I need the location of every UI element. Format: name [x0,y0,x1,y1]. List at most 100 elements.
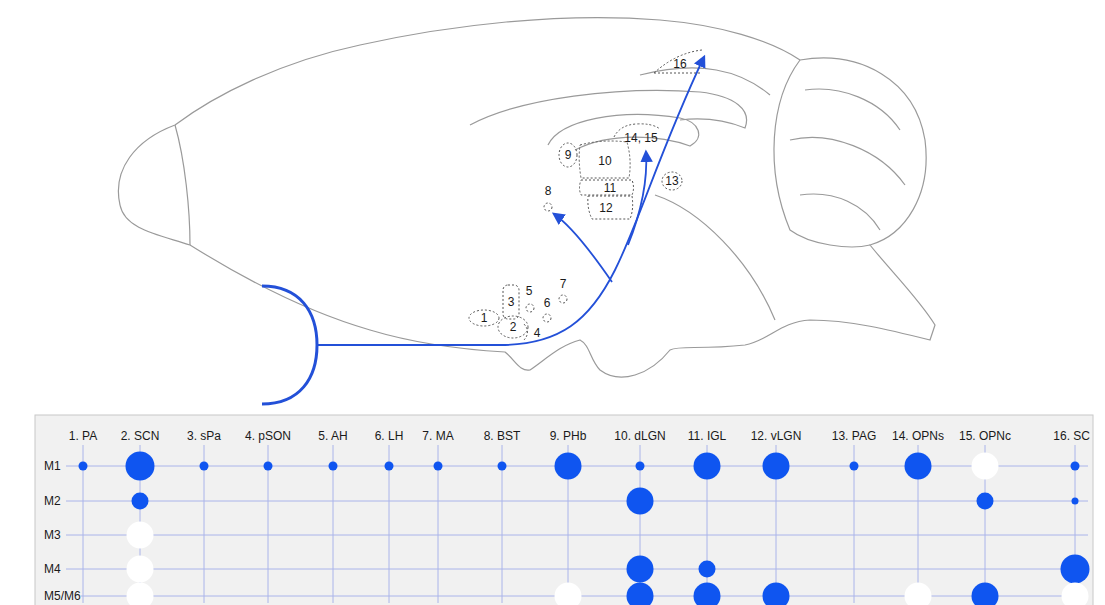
projection-dot [264,462,273,471]
dashed-outline [526,304,534,312]
projection-dot [1071,462,1080,471]
row-label: M4 [44,562,61,576]
projection-dot [1062,583,1089,605]
projection-dot [977,493,994,510]
brain-region: 16 [652,47,704,75]
row-label: M3 [44,528,61,542]
brain-region: 13 [661,171,683,191]
projection-dot [434,462,443,471]
region-number: 3 [508,296,515,309]
optic-pathway [262,57,704,404]
table-panel [35,415,1093,605]
projection-dot [627,488,654,515]
projection-dot [972,583,999,605]
region-number: 13 [665,175,678,188]
column-header: 12. vLGN [751,429,802,443]
column-header: 3. sPa [187,429,221,443]
projection-dot [385,462,394,471]
projection-dot [127,556,154,583]
row-label: M2 [44,494,61,508]
projection-dot [699,561,716,578]
column-header: 7. MA [422,429,453,443]
row-line [66,535,1088,536]
column-header: 10. dLGN [614,429,665,443]
brain-region: 7 [554,277,572,305]
region-number: 2 [510,321,517,334]
region-number: 14, 15 [624,132,657,145]
brain-region: 3 [502,284,520,320]
row-line [66,569,1088,570]
brain-region: 4 [521,323,545,341]
branch-arrow [554,214,612,282]
eye [262,286,317,404]
brain-region: 9 [558,142,578,168]
column-header: 16. SC [1053,429,1090,443]
brain-region: 14, 15 [612,121,662,147]
projection-dot [763,583,790,605]
projection-dot [694,583,721,605]
projection-dot [1061,555,1090,584]
region-number: 10 [598,155,611,168]
projection-dot [329,462,338,471]
projection-dot [200,462,209,471]
column-header: 6. LH [375,429,404,443]
projection-dot [763,453,790,480]
region-outline [521,323,545,341]
projection-dot [627,583,654,605]
region-number: 4 [534,327,541,340]
projection-dot [498,462,507,471]
region-number: 1 [481,312,488,325]
dashed-outline [503,285,519,319]
projection-dot [694,453,721,480]
region-number: 16 [673,58,686,71]
dashed-outline [654,50,702,73]
dashed-outline [469,310,499,326]
dashed-outline [588,196,633,219]
branch-arrow [628,152,646,245]
brain-region: 6 [538,296,556,324]
region-number: 11 [604,182,616,195]
region-number: 5 [526,285,533,298]
region-number: 6 [544,297,551,310]
dashed-outline [543,314,551,322]
dashed-outline [544,203,552,211]
projection-dot [905,453,932,480]
dashed-outline [498,316,528,338]
column-header: 9. PHb [550,429,587,443]
brain-region: 12 [586,195,634,221]
projection-dot [850,462,859,471]
dashed-outline [559,143,577,167]
projection-dot [627,556,654,583]
optic-tract-arrow [317,57,704,345]
projection-dot [555,453,582,480]
projection-dot [132,493,149,510]
row-label: M5/M6 [44,589,81,603]
brain-region: 10 [577,140,631,180]
dashed-outline [579,141,630,178]
projection-dot [126,452,155,481]
projection-dot [1072,498,1079,505]
projection-dot [905,583,932,605]
region-number: 7 [560,278,567,291]
projection-dot [127,522,154,549]
column-header: 8. BST [484,429,521,443]
column-header: 4. pSON [245,429,291,443]
dashed-outline [524,324,528,340]
projection-dot [127,583,154,605]
column-header: 2. SCN [121,429,160,443]
dashed-outline [654,73,700,74]
row-label: M1 [44,459,61,473]
region-number: 9 [565,149,572,162]
row-line [66,501,1088,502]
column-header: 14. OPNs [892,429,944,443]
brain-outline [118,18,935,377]
dashed-outline [662,172,682,190]
brain-region: 1 [468,309,500,327]
column-header: 15. OPNc [959,429,1011,443]
column-header: 13. PAG [832,429,876,443]
column-header: 1. PA [69,429,97,443]
projection-dot [555,583,582,605]
projection-dot [636,462,645,471]
dashed-outline [580,180,634,195]
